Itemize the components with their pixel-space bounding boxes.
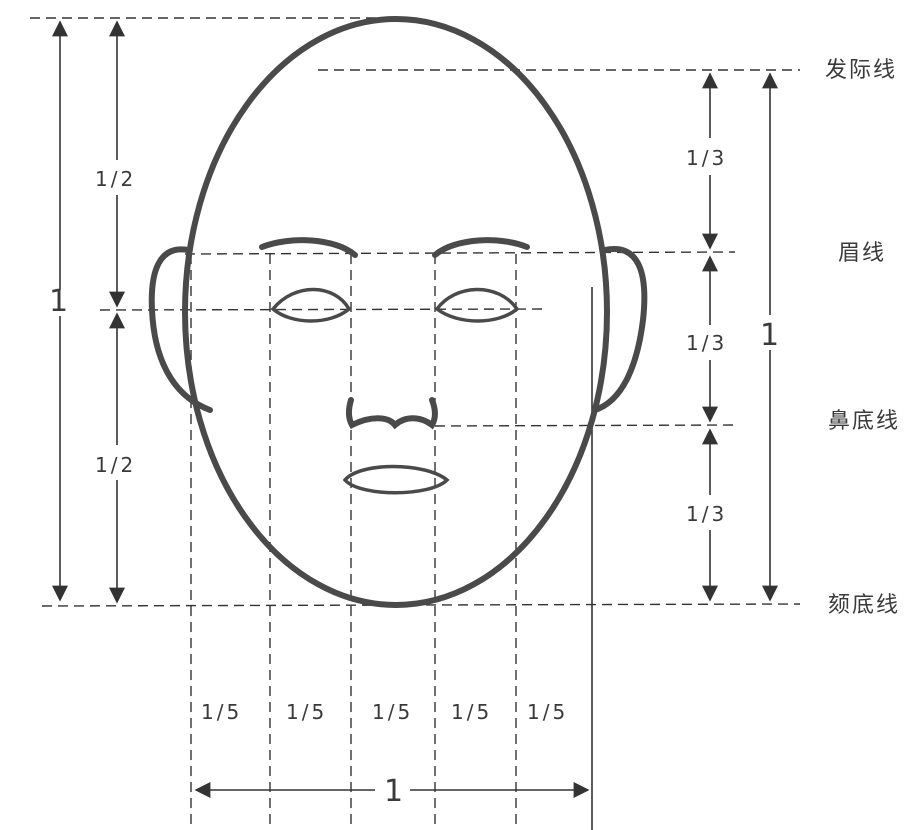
- third-top-label: 1/3: [686, 146, 727, 170]
- half-top-label: 1/2: [95, 167, 136, 191]
- width-total-label: 1: [384, 774, 403, 809]
- chin-line-label: 颏底线: [828, 593, 900, 618]
- nose-base-guide: [435, 425, 735, 426]
- eye-guide: [100, 309, 545, 310]
- left-eye: [273, 289, 349, 321]
- mouth: [345, 467, 447, 493]
- left-eyebrow: [262, 240, 355, 255]
- fifth-label-3: 1/5: [372, 700, 413, 724]
- third-middle-label: 1/3: [686, 331, 727, 355]
- right-eye: [437, 289, 517, 321]
- left-ear: [152, 249, 210, 410]
- third-bottom-label: 1/3: [686, 502, 727, 526]
- brow-guide: [185, 252, 735, 254]
- half-bottom-label: 1/2: [95, 453, 136, 477]
- left-total-label: 1: [49, 284, 68, 319]
- fifth-label-2: 1/5: [286, 700, 327, 724]
- nose-base-line-label: 鼻底线: [828, 409, 900, 434]
- fifth-label-1: 1/5: [201, 700, 242, 724]
- head-outline: [185, 19, 607, 605]
- nose: [349, 400, 435, 425]
- brow-line-label: 眉线: [838, 241, 886, 266]
- fifth-label-5: 1/5: [527, 700, 568, 724]
- right-total-label: 1: [760, 318, 779, 353]
- hairline-label: 发际线: [825, 58, 897, 83]
- fifth-label-4: 1/5: [451, 700, 492, 724]
